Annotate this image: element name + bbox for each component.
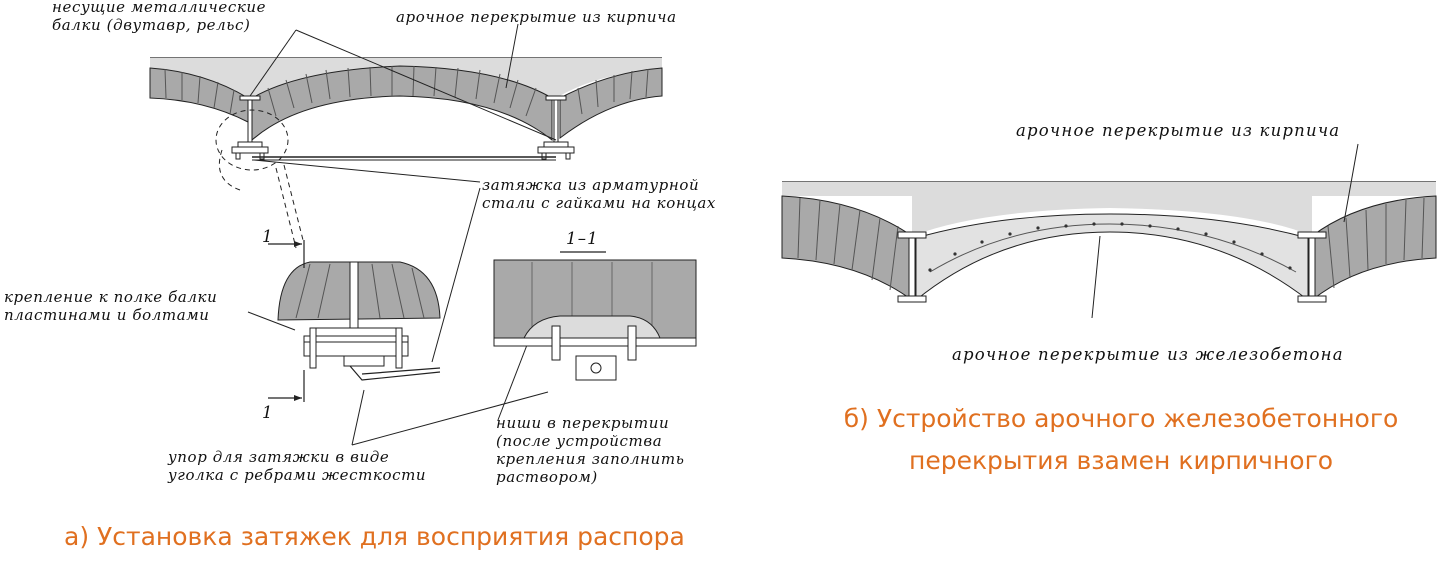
left-leader-lines (247, 23, 557, 446)
right-arch-drawing (781, 143, 1437, 319)
section-1-1 (493, 259, 697, 381)
fastening-detail (268, 240, 441, 402)
label-fastening-line2: пластинами и болтами (4, 306, 210, 324)
label-tie-line2: стали с гайками на концах (482, 194, 716, 212)
label-stop-line1: упор для затяжки в виде (167, 448, 389, 466)
label-niches-line4: раствором) (496, 468, 598, 486)
label-niches-line2: (после устройства (496, 432, 662, 450)
caption-right-line2: перекрытия взамен кирпичного (908, 446, 1333, 475)
caption-left: а) Установка затяжек для восприятия расп… (64, 522, 685, 551)
section-title: 1–1 (566, 229, 599, 248)
label-right-top: арочное перекрытие из кирпича (1016, 121, 1340, 140)
section-mark-top: 1 (262, 227, 274, 246)
left-top-arch-drawing (149, 57, 663, 249)
label-niches-line3: крепления заполнить (496, 450, 684, 468)
label-beams-line2: балки (двутавр, рельс) (52, 16, 251, 34)
label-stop-line2: уголка с ребрами жесткости (167, 466, 426, 484)
label-arch-brick-left: арочное перекрытие из кирпича (396, 8, 677, 26)
label-fastening-line1: крепление к полке балки (4, 288, 217, 306)
section-mark-bottom: 1 (262, 403, 274, 422)
label-tie-line1: затяжка из арматурной (482, 176, 699, 194)
label-niches-line1: ниши в перекрытии (496, 414, 669, 432)
label-right-bottom: арочное перекрытие из железобетона (952, 345, 1344, 364)
label-beams-line1: несущие металлические (52, 0, 266, 16)
caption-right-line1: б) Устройство арочного железобетонного (843, 404, 1399, 433)
